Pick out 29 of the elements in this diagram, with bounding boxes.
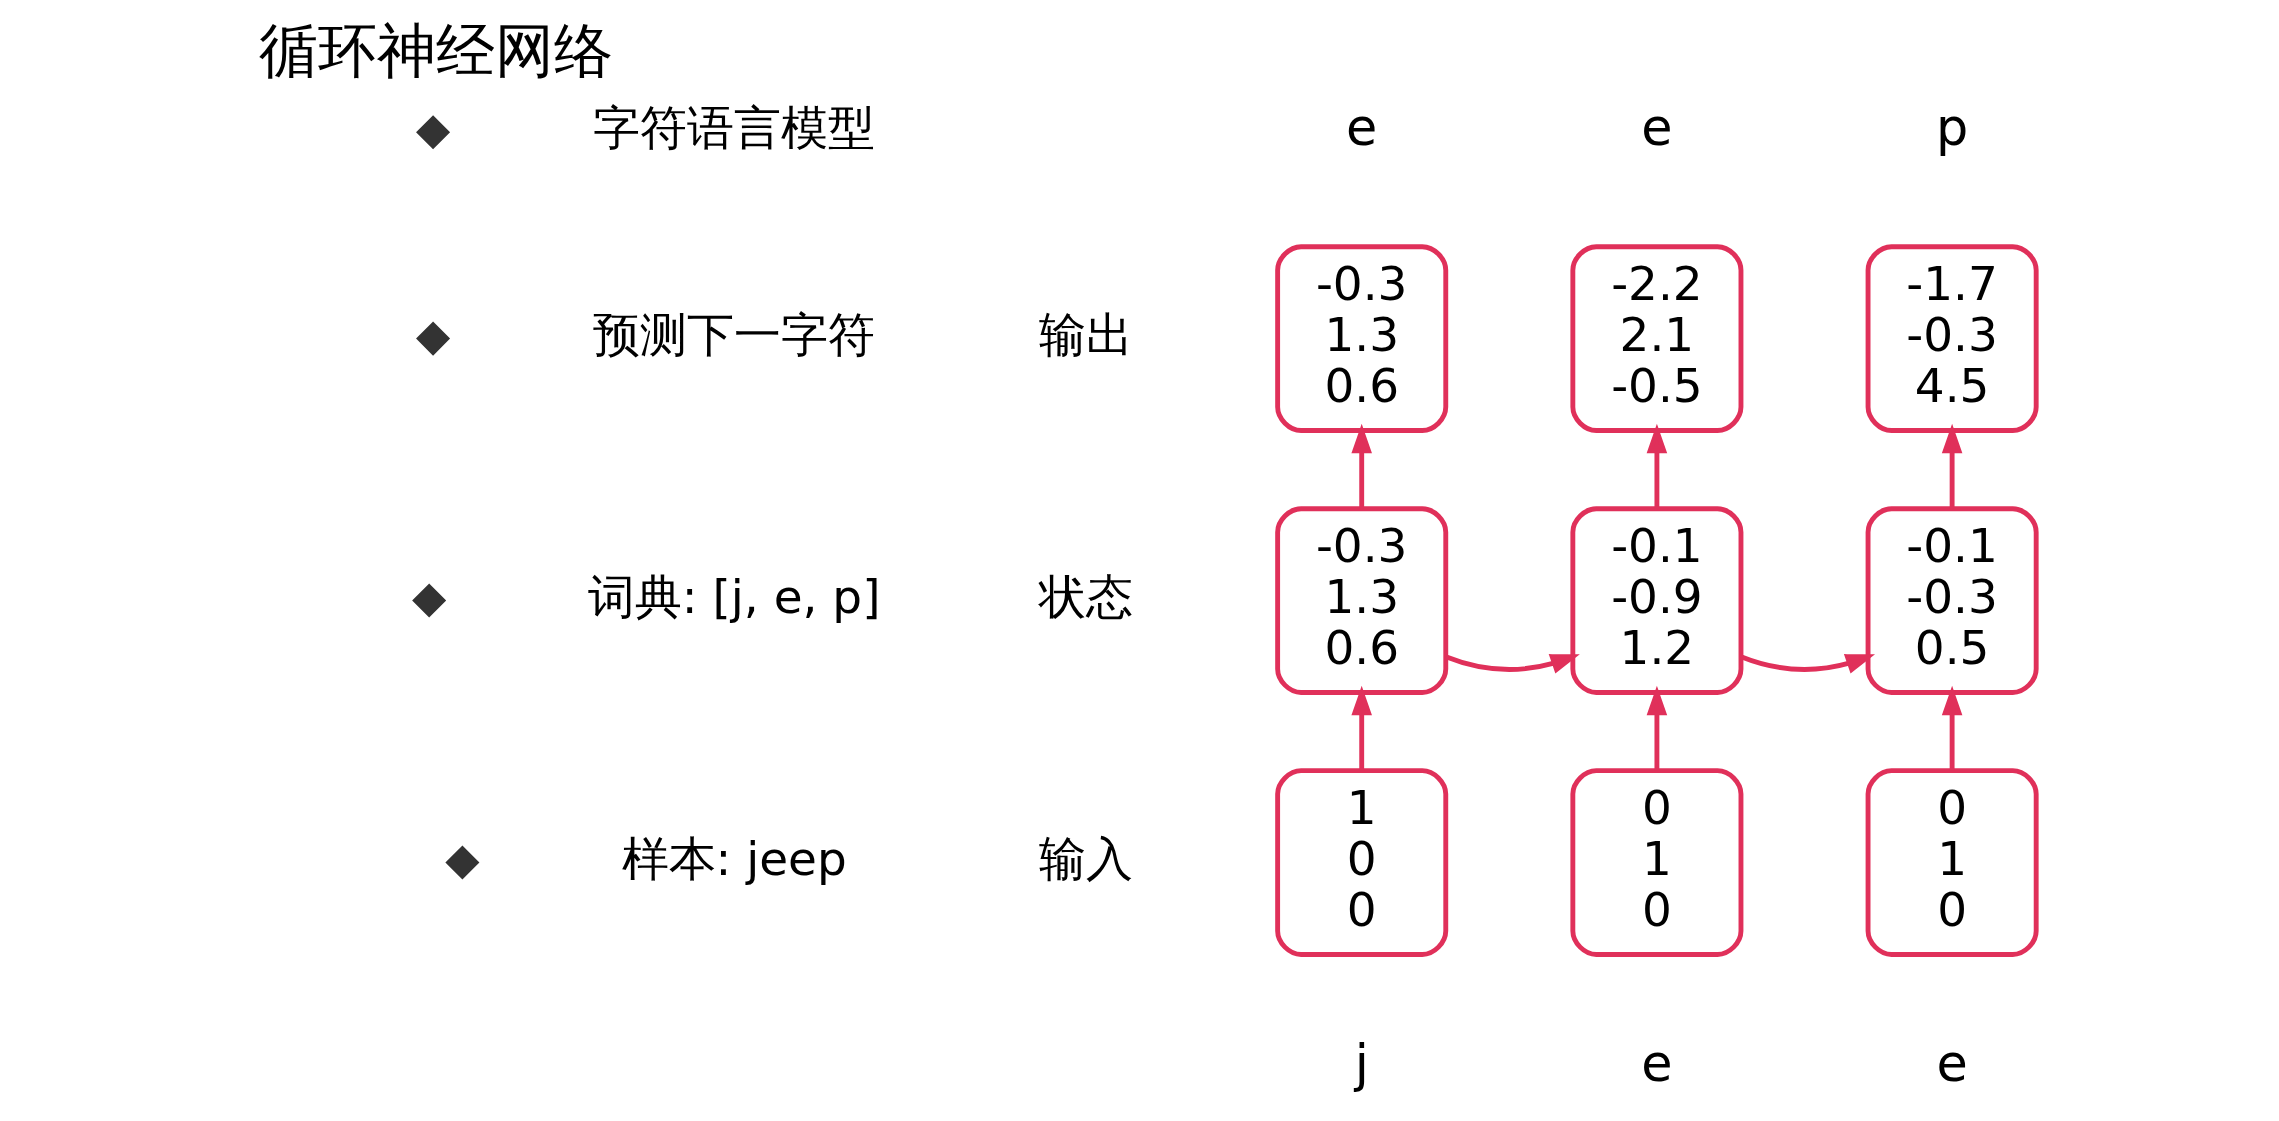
arrow	[1646, 685, 1667, 771]
node-label: j	[1354, 1034, 1369, 1094]
arrow	[1350, 685, 1372, 771]
label: 字符语言模型	[592, 100, 875, 156]
arrow	[1941, 423, 1962, 509]
node-box: -0.1 -0.3 0.5	[1865, 506, 2039, 695]
label: 输出	[1038, 306, 1133, 362]
label: 词典: [j, e, p]	[587, 568, 880, 624]
node-box: -0.3 1.3 0.6	[1274, 506, 1448, 695]
arrow	[1646, 423, 1667, 509]
node-box: -0.3 1.3 0.6	[1274, 244, 1448, 433]
node-label: e	[1935, 1034, 1968, 1094]
node-label: e	[1640, 1034, 1673, 1094]
label: 预测下一字符	[592, 306, 875, 362]
node-box: -1.7 -0.3 4.5	[1865, 244, 2039, 433]
node-label: e	[1345, 97, 1377, 157]
label: 状态	[1038, 568, 1133, 624]
node-box: 0 1 0	[1865, 768, 2039, 957]
label: 样本: jeep	[621, 830, 847, 886]
node-label: e	[1640, 97, 1673, 157]
arrow	[1350, 423, 1372, 509]
node-box: -0.1 -0.9 1.2	[1569, 506, 1743, 695]
diagram-title: 循环神经网络	[258, 16, 613, 85]
node-box: 1 0 0	[1274, 768, 1448, 957]
label: 输入	[1038, 830, 1133, 886]
arrow	[1941, 685, 1962, 771]
node-label: p	[1935, 97, 1968, 157]
node-box: 0 1 0	[1569, 768, 1743, 957]
node-box: -2.2 2.1 -0.5	[1569, 244, 1743, 433]
